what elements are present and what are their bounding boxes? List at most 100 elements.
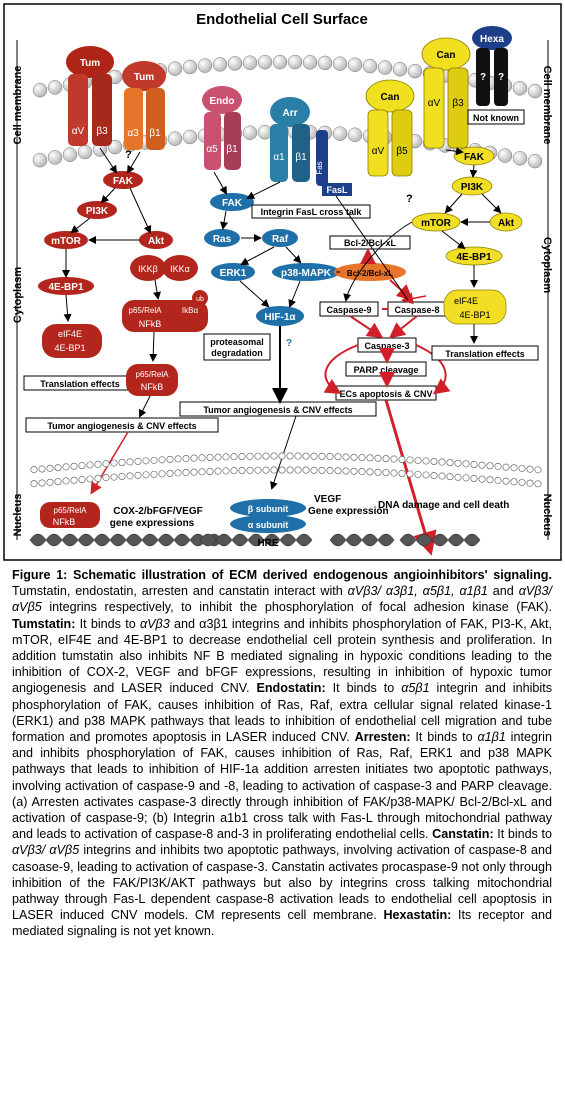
- nuclear-lipid: [366, 468, 374, 476]
- lipid-head: [257, 124, 273, 140]
- nuclear-lipid: [326, 453, 334, 461]
- nuclear-lipid: [478, 475, 486, 483]
- nuclear-lipid: [430, 471, 438, 479]
- lipid-head: [182, 59, 198, 75]
- nuclear-lipid: [222, 453, 230, 461]
- b1-label-endo: β1: [226, 144, 238, 155]
- caption-intro-integrins: αVβ3/ α3β1, α5β1, α1β1: [347, 584, 488, 599]
- nuclear-lipid: [462, 460, 470, 468]
- lipid-head: [182, 129, 198, 145]
- alpha-subunit: α subunit: [248, 520, 289, 530]
- lipid-head: [257, 54, 273, 70]
- bcl-mid: Bcl-2/Bcl-xL: [347, 269, 393, 278]
- right-pathway: FAK PI3K mTOR Akt 4E-BP1 eIF4E 4E-BP1 Tr…: [343, 146, 539, 361]
- nuclear-lipid: [62, 477, 70, 485]
- nuclear-lipid: [438, 458, 446, 466]
- caption-endo-int: α5β1: [401, 681, 430, 696]
- caption-endo-2: integrin and inhibits phosphorylation of…: [12, 681, 553, 745]
- nuclear-lipid: [278, 452, 286, 460]
- caption-intro-end: integrins respectively, to inhibit the p…: [41, 600, 552, 615]
- parp-cleavage: PARP cleavage: [354, 365, 419, 375]
- hre-label: HRE: [257, 538, 278, 549]
- dna-segment: [399, 533, 417, 547]
- dna-segment: [45, 533, 63, 547]
- caption-arr-2: integrin and inhibits phosphorylation of…: [12, 730, 552, 842]
- nuclear-lipid: [414, 456, 422, 464]
- nuclear-lipid: [510, 464, 518, 472]
- left-pi3k: PI3K: [86, 206, 109, 217]
- raf: Raf: [272, 234, 289, 245]
- dna-segment: [279, 533, 297, 547]
- can-avb5-receptor: Can αV β5: [365, 79, 415, 177]
- caption-hexa-label: Hexastatin:: [383, 908, 452, 923]
- unknown-beta: ?: [498, 72, 504, 83]
- nuclear-lipid: [262, 452, 270, 460]
- nuclear-lipid: [94, 460, 102, 468]
- dna-damage-label: DNA damage and cell death: [378, 500, 509, 511]
- caption-intro: Tumstatin, endostatin, arresten and cans…: [12, 584, 348, 599]
- left-4ebp1-2: 4E-BP1: [54, 343, 85, 353]
- cytoplasm-label-left: Cytoplasm: [12, 267, 24, 323]
- dna-segment: [157, 533, 175, 547]
- figure-caption: Figure 1: Schematic illustration of ECM …: [12, 567, 552, 940]
- left-nfkb: NFkB: [139, 319, 162, 329]
- nuclear-lipid: [318, 466, 326, 474]
- nuclear-lipid: [86, 475, 94, 483]
- nuclear-lipid: [374, 468, 382, 476]
- unknown-alpha: ?: [480, 72, 486, 83]
- nuclear-lipid: [70, 476, 78, 484]
- left-akt: Akt: [148, 236, 165, 247]
- nuclear-lipid: [254, 466, 262, 474]
- nuclear-lipid: [246, 466, 254, 474]
- dna-segment: [125, 533, 143, 547]
- mid-fak: FAK: [222, 198, 243, 209]
- cell-membrane-label-left: Cell membrane: [12, 66, 24, 145]
- dna-segment: [431, 533, 449, 547]
- lipid-head: [332, 126, 348, 141]
- right-fak: FAK: [464, 152, 485, 163]
- nuclear-lipid: [486, 476, 494, 484]
- left-4ebp1: 4E-BP1: [48, 282, 83, 293]
- nuclear-lipid: [206, 467, 214, 475]
- fasl-label: FasL: [326, 185, 348, 195]
- nuclear-lipid: [526, 465, 534, 473]
- nuclear-lipid: [118, 472, 126, 480]
- lipid-head: [47, 150, 63, 165]
- nuclear-lipid: [278, 466, 286, 474]
- gene-expression-2: Gene expression: [308, 506, 389, 517]
- lipid-head: [497, 148, 513, 163]
- nucleus-content: p65/RelA NFkB COX-2/bFGF/VEGF gene expre…: [40, 494, 509, 549]
- nuclear-lipid: [270, 466, 278, 474]
- right-pi3k: PI3K: [461, 182, 484, 193]
- caption-endo-label: Endostatin:: [256, 681, 326, 696]
- ras: Ras: [213, 234, 232, 245]
- middle-pathway: FAK Integrin FasL cross talk Ras Raf ERK…: [179, 171, 451, 556]
- left-ikka: IKKα: [170, 264, 190, 274]
- nuclear-lipid: [494, 462, 502, 470]
- lipid-head: [287, 54, 303, 70]
- nuclear-lipid: [454, 459, 462, 467]
- nuclear-lipid: [166, 455, 174, 463]
- nuclear-lipid: [286, 466, 294, 474]
- arr-ligand: Arr: [282, 108, 297, 119]
- caption-intro-and: and: [487, 584, 519, 599]
- b1-label-arr: β1: [295, 152, 307, 163]
- nuclear-lipid: [70, 462, 78, 470]
- nuclear-lipid: [198, 454, 206, 462]
- nuclear-lipid: [94, 474, 102, 482]
- nuclear-lipid: [174, 469, 182, 477]
- lipid-head: [377, 60, 393, 75]
- nuclear-lipid: [150, 456, 158, 464]
- proteasomal-label: proteasomal: [210, 337, 264, 347]
- lipid-head: [362, 58, 378, 74]
- nuclear-lipid: [502, 477, 510, 485]
- lipid-head: [77, 144, 93, 160]
- nuclear-lipid: [398, 469, 406, 477]
- nuclear-lipid: [222, 467, 230, 475]
- nuclear-lipid: [78, 476, 86, 484]
- nuclear-lipid: [198, 468, 206, 476]
- gene-expressions: gene expressions: [110, 518, 195, 529]
- nuclear-lipid: [182, 469, 190, 477]
- left-mtor: mTOR: [51, 236, 82, 247]
- nuclear-lipid: [478, 461, 486, 469]
